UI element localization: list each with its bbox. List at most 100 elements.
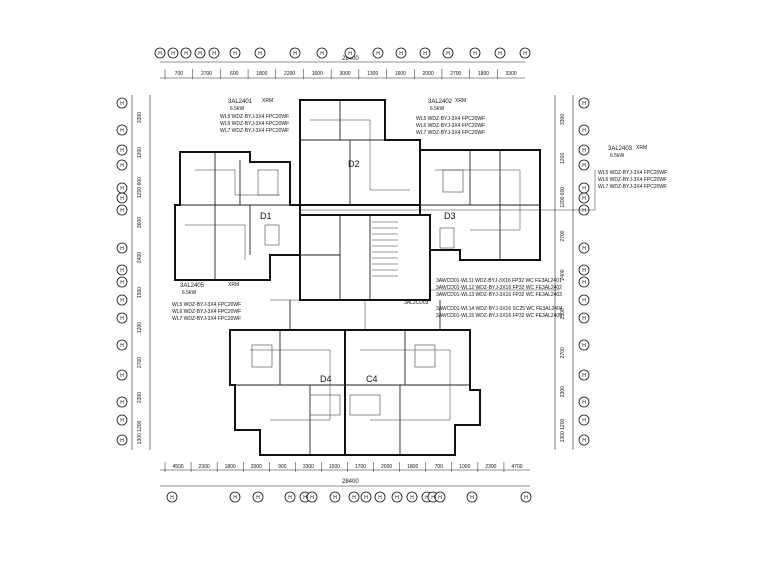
svg-text:WL7 WDZ-BYJ-3X4 FPC20WF: WL7 WDZ-BYJ-3X4 FPC20WF	[220, 128, 289, 134]
svg-text:6.5kW: 6.5kW	[182, 290, 196, 296]
panel-3al2402: 3AL2402 XRM 6.5kW WL5 WDZ-BYJ-3X4 FPC20W…	[416, 98, 485, 136]
axis-bubble-bottom-14: H	[434, 491, 446, 503]
svg-text:H: H	[470, 495, 474, 501]
svg-text:3AL2402: 3AL2402	[428, 99, 453, 105]
axis-bubble-bottom-16: H	[520, 491, 532, 503]
svg-text:H: H	[170, 495, 174, 501]
left-seg-3: 3600	[137, 217, 143, 228]
svg-text:H: H	[582, 163, 586, 169]
axis-bubble-bottom-3: H	[284, 491, 296, 503]
axis-bubble-left-2: H	[116, 144, 128, 156]
svg-text:H: H	[120, 268, 124, 274]
axis-bubble-left-1: H	[116, 124, 128, 136]
svg-text:H: H	[310, 495, 314, 501]
bottom-seg-11: 1000	[459, 464, 470, 470]
svg-text:WL7 WDZ-BYJ-3X4 FPC20WF: WL7 WDZ-BYJ-3X4 FPC20WF	[172, 316, 241, 322]
axis-bubble-bottom-11: H	[406, 491, 418, 503]
axis-bubble-left-6: H	[116, 204, 128, 216]
right-seg-0: 3300	[560, 114, 566, 125]
svg-text:WL7 WDZ-BYJ-3X4 FPC20WF: WL7 WDZ-BYJ-3X4 FPC20WF	[416, 130, 485, 136]
svg-text:H: H	[582, 343, 586, 349]
axis-bubble-right-0: H	[578, 97, 590, 109]
svg-text:H: H	[431, 495, 435, 501]
right-seg-3: 2700	[560, 230, 566, 241]
left-seg-6: 1200	[137, 322, 143, 333]
svg-text:H: H	[212, 51, 216, 57]
svg-text:WL5 WDZ-BYJ-3X4 FPC20WF: WL5 WDZ-BYJ-3X4 FPC20WF	[416, 116, 485, 122]
top-seg-1: 2700	[201, 71, 212, 77]
axis-bubble-left-8: H	[116, 264, 128, 276]
right-seg-8: 1300 1200	[560, 419, 566, 443]
bottom-seg-0: 4500	[172, 464, 183, 470]
svg-text:XRM: XRM	[228, 282, 239, 288]
svg-text:H: H	[120, 400, 124, 406]
top-seg-3: 1800	[256, 71, 267, 77]
svg-text:3AWCD01-WL15 WDZ-BYJ-3X16 FP: 3AWCD01-WL15 WDZ-BYJ-3X16 FP32 WC FE3AL2…	[436, 313, 562, 319]
axis-bubble-right-9: H	[578, 276, 590, 288]
axis-bubble-left-4: H	[116, 182, 128, 194]
svg-text:H: H	[120, 438, 124, 444]
bottom-seg-3: 2000	[251, 464, 262, 470]
svg-text:WL5 WDZ-BYJ-3X4 FPC20WF: WL5 WDZ-BYJ-3X4 FPC20WF	[598, 170, 667, 176]
svg-text:H: H	[473, 51, 477, 57]
svg-text:H: H	[352, 495, 356, 501]
axis-bubble-top-13: H	[442, 47, 454, 59]
axis-bubble-top-1: H	[167, 47, 179, 59]
svg-text:H: H	[582, 148, 586, 154]
svg-text:XRM: XRM	[455, 98, 466, 104]
bottom-seg-5: 3300	[303, 464, 314, 470]
svg-text:H: H	[303, 495, 307, 501]
svg-text:H: H	[582, 246, 586, 252]
axis-bubble-left-9: H	[116, 276, 128, 288]
wiring-runs	[185, 119, 596, 421]
axis-bubble-left-16: H	[116, 434, 128, 446]
bottom-seg-9: 1800	[407, 464, 418, 470]
unit-label-d2: D2	[348, 159, 360, 169]
svg-text:H: H	[120, 298, 124, 304]
axis-bubble-left-12: H	[116, 339, 128, 351]
axis-bubble-right-2: H	[578, 144, 590, 156]
axis-bubble-bottom-8: H	[360, 491, 372, 503]
axis-bubble-top-6: H	[254, 47, 266, 59]
axis-bubble-top-8: H	[316, 47, 328, 59]
svg-text:H: H	[120, 246, 124, 252]
axis-bubble-bottom-9: H	[374, 491, 386, 503]
svg-text:H: H	[378, 495, 382, 501]
svg-text:WL6 WDZ-BYJ-3X4 FPC20WF: WL6 WDZ-BYJ-3X4 FPC20WF	[220, 121, 289, 127]
top-seg-11: 1800	[478, 71, 489, 77]
axis-bubble-left-15: H	[116, 414, 128, 426]
svg-text:H: H	[120, 280, 124, 286]
axis-bubble-bottom-15: H	[466, 491, 478, 503]
svg-text:H: H	[582, 208, 586, 214]
bottom-dimension-chain	[160, 469, 530, 487]
axis-bubble-top-16: H	[519, 47, 531, 59]
svg-text:H: H	[582, 418, 586, 424]
svg-text:H: H	[348, 51, 352, 57]
svg-text:H: H	[158, 51, 162, 57]
bottom-seg-12: 2300	[485, 464, 496, 470]
bottom-seg-13: 4700	[511, 464, 522, 470]
axis-bubble-bottom-1: H	[229, 491, 241, 503]
svg-text:H: H	[523, 51, 527, 57]
left-seg-0: 3300	[137, 112, 143, 123]
svg-text:H: H	[120, 128, 124, 134]
panel-3al2403: 3AL2403 XRM 6.5kW WL5 WDZ-BYJ-3X4 FPC20W…	[598, 145, 667, 190]
svg-text:H: H	[582, 280, 586, 286]
axis-bubble-top-15: H	[494, 47, 506, 59]
furniture	[251, 169, 464, 416]
svg-text:XRM: XRM	[262, 98, 273, 104]
axis-bubble-bottom-7: H	[348, 491, 360, 503]
top-seg-2: 600	[230, 71, 239, 77]
svg-text:H: H	[582, 101, 586, 107]
svg-text:H: H	[120, 148, 124, 154]
right-seg-7: 2300	[560, 386, 566, 397]
axis-bubble-top-5: H	[229, 47, 241, 59]
bottom-seg-2: 1800	[225, 464, 236, 470]
left-seg-9: 1300 1200	[137, 420, 143, 444]
svg-text:3AWCD01-WL11 WDZ-BYJ-3X16 FP: 3AWCD01-WL11 WDZ-BYJ-3X16 FP32 WC FE3AL2…	[436, 278, 562, 284]
svg-text:H: H	[582, 373, 586, 379]
top-seg-0: 700	[175, 71, 184, 77]
svg-text:H: H	[120, 163, 124, 169]
